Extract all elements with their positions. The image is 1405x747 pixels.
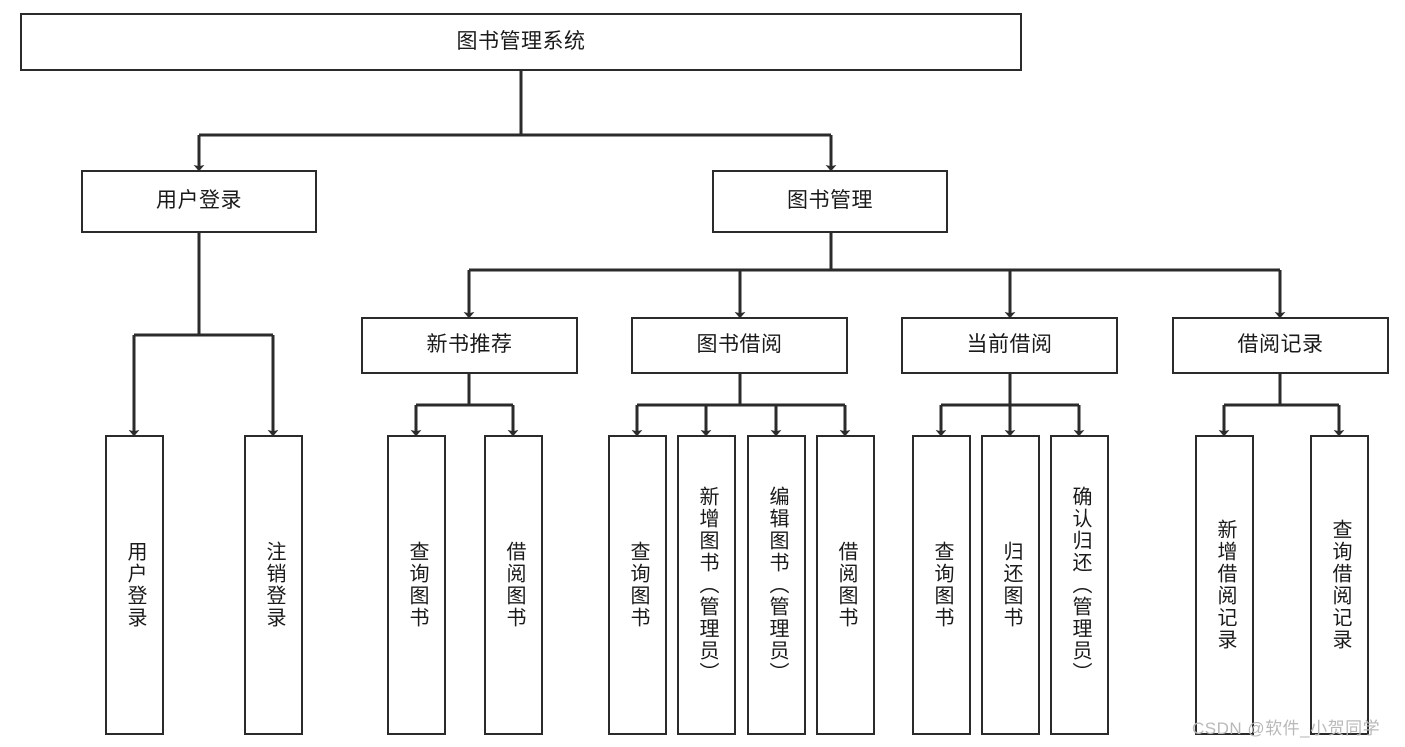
node-borrow-record[interactable]: 借阅记录 <box>1172 317 1389 374</box>
node-root-system[interactable]: 图书管理系统 <box>20 13 1022 71</box>
node-user-login[interactable]: 用户登录 <box>81 170 317 233</box>
node-label: 归还图书 <box>1000 541 1022 629</box>
leaf-book-borrow-borrow[interactable]: 借阅图书 <box>816 435 875 735</box>
node-new-book-recommend[interactable]: 新书推荐 <box>361 317 578 374</box>
node-label: 注销登录 <box>263 541 285 629</box>
node-label: 用户登录 <box>156 189 242 213</box>
node-label: 确认归还（管理员） <box>1069 486 1091 684</box>
node-label: 新书推荐 <box>426 333 513 357</box>
node-book-borrow[interactable]: 图书借阅 <box>631 317 848 374</box>
node-label: 新增借阅记录 <box>1214 519 1236 651</box>
node-label: 编辑图书（管理员） <box>766 486 788 684</box>
node-label: 借阅图书 <box>835 541 857 629</box>
node-current-borrow[interactable]: 当前借阅 <box>901 317 1118 374</box>
leaf-new-book-query[interactable]: 查询图书 <box>387 435 446 735</box>
node-label: 借阅记录 <box>1237 333 1324 357</box>
leaf-current-borrow-query[interactable]: 查询图书 <box>912 435 971 735</box>
leaf-current-borrow-return[interactable]: 归还图书 <box>981 435 1040 735</box>
leaf-user-login-logout[interactable]: 注销登录 <box>244 435 303 735</box>
node-label: 查询借阅记录 <box>1329 519 1351 651</box>
leaf-borrow-record-query[interactable]: 查询借阅记录 <box>1310 435 1369 735</box>
node-label: 当前借阅 <box>966 333 1053 357</box>
node-book-management[interactable]: 图书管理 <box>712 170 948 233</box>
node-label: 新增图书（管理员） <box>696 486 718 684</box>
leaf-book-borrow-query[interactable]: 查询图书 <box>608 435 667 735</box>
leaf-book-borrow-edit[interactable]: 编辑图书（管理员） <box>747 435 806 735</box>
leaf-borrow-record-add[interactable]: 新增借阅记录 <box>1195 435 1254 735</box>
node-label: 查询图书 <box>406 541 428 629</box>
node-label: 用户登录 <box>124 541 146 629</box>
node-label: 查询图书 <box>931 541 953 629</box>
node-label: 借阅图书 <box>503 541 525 629</box>
node-label: 查询图书 <box>627 541 649 629</box>
leaf-current-borrow-confirm-return[interactable]: 确认归还（管理员） <box>1050 435 1109 735</box>
leaf-book-borrow-add[interactable]: 新增图书（管理员） <box>677 435 736 735</box>
node-label: 图书管理系统 <box>456 29 586 53</box>
leaf-new-book-borrow[interactable]: 借阅图书 <box>484 435 543 735</box>
node-label: 图书管理 <box>787 189 873 213</box>
leaf-user-login-login[interactable]: 用户登录 <box>105 435 164 735</box>
node-label: 图书借阅 <box>696 333 783 357</box>
